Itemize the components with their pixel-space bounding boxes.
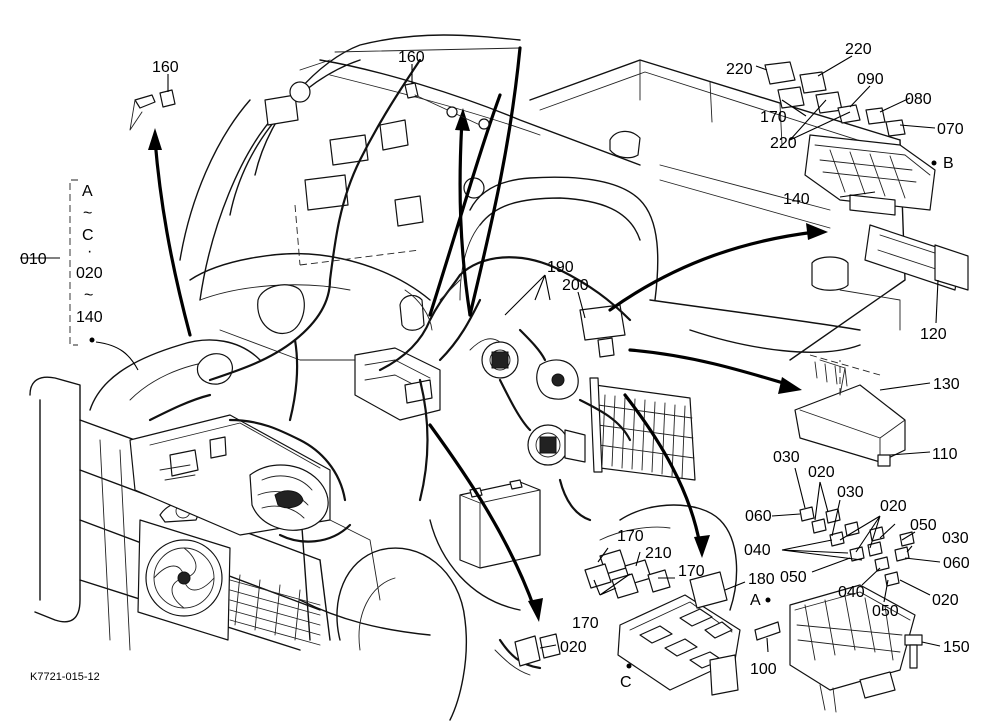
arrow-to-relay-box-b — [608, 230, 817, 312]
callout-170-mid-top: 170 — [617, 528, 644, 545]
callout-200: 200 — [562, 277, 589, 294]
callout-060-right: 060 — [943, 555, 970, 572]
ref-c: C — [620, 674, 632, 691]
relay-220-b — [799, 71, 827, 94]
radiator-core — [589, 377, 696, 481]
callout-080: 080 — [905, 91, 932, 108]
callout-060-left: 060 — [745, 508, 772, 525]
callout-020-right: 020 — [932, 592, 959, 609]
callout-160-left: 160 — [152, 59, 179, 76]
arrow-to-fuse-box-a — [623, 393, 702, 547]
relay-box-c — [584, 549, 741, 696]
grille-mesh — [229, 574, 321, 646]
callout-070: 070 — [937, 121, 964, 138]
callout-160-top: 160 — [398, 49, 425, 66]
callout-130: 130 — [933, 376, 960, 393]
bracket-010-line7: 140 — [76, 309, 103, 326]
callout-120: 120 — [920, 326, 947, 343]
bracket-010-line3: C — [82, 227, 94, 244]
callout-210: 210 — [645, 545, 672, 562]
arrow-to-cover-110 — [628, 348, 792, 387]
bracket-010-line1: A — [82, 183, 93, 200]
arrow-to-connector-020 — [428, 423, 537, 612]
cooling-fan — [137, 501, 231, 641]
ref-b: B — [943, 155, 954, 172]
bracket-010-line5: 020 — [76, 265, 103, 282]
callout-050-left: 050 — [780, 569, 807, 586]
bracket-010-line6: ~ — [84, 287, 93, 304]
callout-150: 150 — [943, 639, 970, 656]
vehicle-body-outline — [29, 34, 906, 721]
arrow-to-160-left — [153, 138, 192, 337]
callout-170-bottom: 170 — [572, 615, 599, 632]
callout-040-bottom: 040 — [838, 584, 865, 601]
callout-030-right: 030 — [942, 530, 969, 547]
callout-100: 100 — [750, 661, 777, 678]
small-fuse-set — [799, 506, 915, 587]
fuse-070 — [885, 119, 906, 137]
engine-components — [196, 81, 849, 569]
callout-140: 140 — [783, 191, 810, 208]
bracket-010-line4: · — [87, 243, 92, 260]
callout-050-top: 050 — [910, 517, 937, 534]
bracket-010-group: A ~ C · 020 ~ 140 — [20, 179, 139, 371]
callout-020-bottom: 020 — [560, 639, 587, 656]
callout-190: 190 — [547, 259, 574, 276]
hvac-blower-unit — [129, 414, 331, 536]
callout-220-left: 220 — [726, 61, 753, 78]
figure-code: K7721-015-12 — [30, 671, 100, 683]
callout-220-top: 220 — [845, 41, 872, 58]
relay-box-b — [764, 61, 969, 291]
callout-040-left: 040 — [744, 542, 771, 559]
relay-220-a — [764, 61, 796, 85]
callout-090: 090 — [857, 71, 884, 88]
bracket-010-line2: ~ — [83, 205, 92, 222]
callout-050-bottom: 050 — [872, 603, 899, 620]
connector-020 — [494, 633, 561, 676]
callout-180: 180 — [748, 571, 775, 588]
assembly-arrows — [148, 46, 828, 622]
leader-lines — [167, 55, 941, 653]
callout-010: 010 — [20, 251, 47, 268]
callout-030-top-left: 030 — [773, 449, 800, 466]
callout-170-mid-right: 170 — [678, 563, 705, 580]
callout-labels: 010 160 160 220 220 090 080 170 070 220 … — [20, 41, 970, 691]
callout-170-top: 170 — [760, 109, 787, 126]
cover-110 — [794, 354, 906, 467]
ref-a: A — [750, 592, 761, 609]
relay-170-b — [777, 86, 805, 109]
bolts-160 — [129, 82, 490, 131]
callout-110: 110 — [932, 446, 958, 463]
relay-090 — [837, 104, 861, 124]
callout-030-top-mid: 030 — [837, 484, 864, 501]
callout-020-top-right: 020 — [880, 498, 907, 515]
callout-220-bottom: 220 — [770, 135, 797, 152]
fuse-box-a — [754, 506, 923, 713]
callout-020-top-left: 020 — [808, 464, 835, 481]
